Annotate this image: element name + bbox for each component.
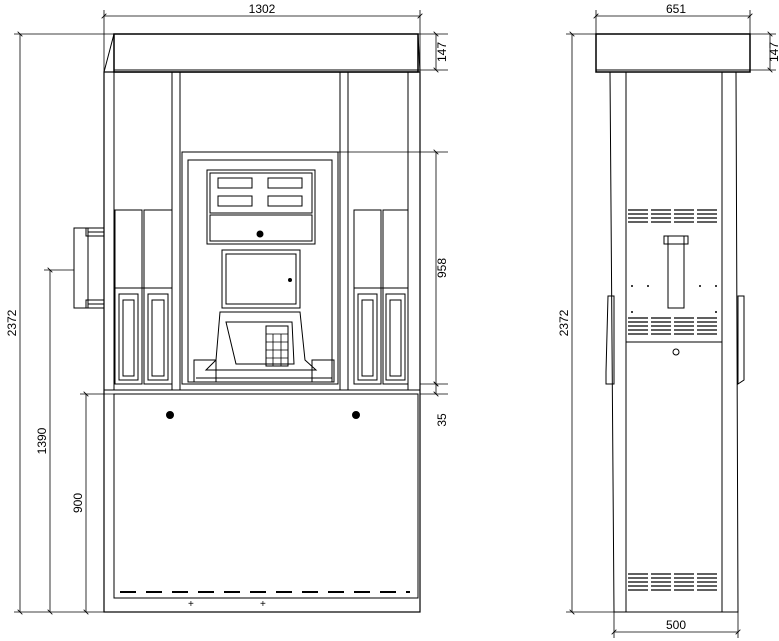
dim-front-panel-height: 958: [435, 258, 449, 278]
front-dimensions: [14, 10, 448, 612]
dim-front-top-band: 147: [435, 42, 449, 62]
dim-side-width: 651: [666, 2, 686, 16]
dim-side-total-height: 2372: [557, 309, 571, 336]
dim-front-width: 1302: [249, 2, 276, 16]
side-dimension-labels: 651 147 2372 500: [557, 2, 779, 632]
nozzle-holder-left-1: [114, 209, 143, 385]
dim-front-total-height: 2372: [5, 309, 19, 336]
service-door: [221, 249, 301, 309]
display-indicator-icon: [256, 230, 264, 238]
side-canopy: [595, 33, 751, 73]
nozzle-holder-left-2: [143, 209, 173, 385]
keypad: [265, 325, 289, 367]
side-view: [595, 33, 751, 613]
dim-side-top-band: 147: [767, 42, 779, 62]
front-body: [103, 71, 421, 613]
side-dimensions: [566, 10, 776, 638]
front-base-cabinet: [113, 393, 419, 599]
price-display-panel: [206, 169, 316, 245]
dim-side-base-width: 500: [666, 618, 686, 632]
dim-front-base-height: 900: [71, 493, 85, 513]
front-canopy: [113, 33, 419, 73]
dim-front-gap: 35: [435, 413, 449, 427]
side-vents-lower: [628, 573, 720, 591]
svg-text:+: +: [260, 599, 266, 610]
side-vents-middle: [628, 317, 720, 335]
side-vents-upper: [628, 209, 720, 223]
front-dimension-labels: 1302 147 958 35 2372 1390 900: [5, 2, 449, 513]
svg-text:+: +: [188, 599, 194, 610]
central-cabinet: [181, 151, 339, 385]
front-view: + +: [73, 33, 421, 613]
dim-front-mount-height: 1390: [35, 427, 49, 454]
side-handle-front: [73, 227, 105, 309]
nozzle-holder-right-1: [353, 209, 382, 385]
side-handle: [663, 235, 689, 309]
nozzle-holder-right-2: [382, 209, 409, 385]
